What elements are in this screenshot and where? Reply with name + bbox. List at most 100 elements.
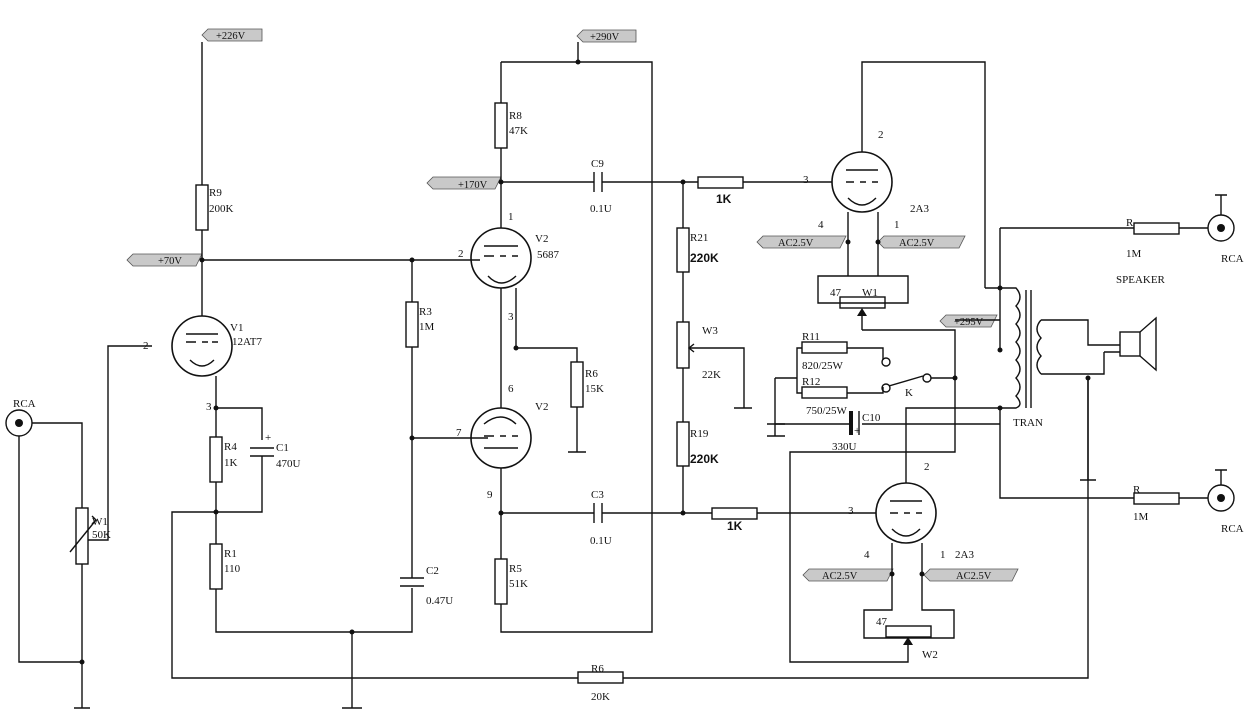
svg-text:1K: 1K — [224, 457, 238, 469]
svg-text:51K: 51K — [509, 578, 528, 590]
svg-text:3: 3 — [508, 311, 514, 323]
capacitor-c1: + C1 470U — [216, 432, 301, 513]
svg-text:470U: 470U — [276, 458, 301, 470]
svg-text:1: 1 — [940, 549, 946, 561]
svg-text:W2: W2 — [922, 649, 938, 661]
capacitor-c10: C10 + 330U — [775, 411, 1000, 453]
svg-text:0.1U: 0.1U — [590, 535, 612, 547]
svg-text:TRAN: TRAN — [1013, 417, 1043, 429]
svg-text:+295V: +295V — [954, 317, 984, 328]
svg-text:0.47U: 0.47U — [426, 595, 453, 607]
svg-text:RCA: RCA — [1221, 253, 1244, 265]
tube-v2b: 6 7 V2 9 — [456, 383, 548, 501]
svg-text:3: 3 — [803, 174, 809, 186]
grid-stopper-bottom: 1K — [683, 507, 876, 533]
rail-tag-295v: +295V — [939, 314, 998, 328]
svg-text:+290V: +290V — [590, 32, 620, 43]
svg-text:47K: 47K — [509, 125, 528, 137]
svg-text:12AT7: 12AT7 — [232, 336, 262, 348]
svg-text:AC2.5V: AC2.5V — [899, 238, 935, 249]
rail-tag-ac-3: AC2.5V — [802, 568, 894, 582]
svg-text:330U: 330U — [832, 441, 857, 453]
rail-tag-226v: +226V — [201, 28, 263, 42]
svg-text:W3: W3 — [702, 325, 718, 337]
svg-text:1M: 1M — [1133, 511, 1149, 523]
svg-text:1K: 1K — [727, 519, 743, 533]
svg-text:AC2.5V: AC2.5V — [956, 571, 992, 582]
tube-2a3-top: 2 3 4 1 2A3 — [803, 129, 929, 231]
svg-text:6: 6 — [508, 383, 514, 395]
svg-text:47: 47 — [876, 616, 888, 628]
rail-tag-ac-2: AC2.5V — [877, 235, 966, 249]
resistor-r8: R8 47K — [494, 102, 528, 149]
svg-text:1M: 1M — [1126, 248, 1142, 260]
svg-text:220K: 220K — [690, 251, 719, 265]
svg-text:2: 2 — [458, 248, 464, 260]
resistor-r19: R19 220K — [676, 421, 719, 467]
svg-text:R19: R19 — [690, 428, 709, 440]
svg-text:200K: 200K — [209, 203, 234, 215]
rail-tag-70v: +70V — [126, 253, 203, 267]
svg-text:AC2.5V: AC2.5V — [822, 571, 858, 582]
svg-text:R1: R1 — [224, 548, 237, 560]
tube-2a3-bottom: 2 3 4 1 2A3 — [848, 461, 974, 561]
svg-text:R: R — [1133, 484, 1141, 496]
resistor-r6-cathode: R6 15K — [570, 361, 604, 408]
svg-text:22K: 22K — [702, 369, 721, 381]
tube-v2a: 1 2 V2 5687 3 — [458, 211, 560, 323]
svg-text:2A3: 2A3 — [910, 203, 929, 215]
svg-text:R: R — [1126, 217, 1134, 229]
svg-text:1M: 1M — [419, 321, 435, 333]
resistor-r-out2: R 1M — [1124, 484, 1208, 523]
svg-text:+70V: +70V — [158, 256, 182, 267]
svg-text:110: 110 — [224, 563, 241, 575]
rca-input-jack: RCA — [5, 398, 36, 437]
svg-text:SPEAKER: SPEAKER — [1116, 274, 1166, 286]
svg-text:C10: C10 — [862, 412, 881, 424]
svg-text:0.1U: 0.1U — [590, 203, 612, 215]
svg-text:4: 4 — [864, 549, 870, 561]
resistor-r11: R11 820/25W — [801, 331, 848, 372]
svg-text:C2: C2 — [426, 565, 439, 577]
svg-text:5687: 5687 — [537, 249, 560, 261]
capacitor-c3: C3 0.1U — [501, 489, 683, 547]
svg-text:+170V: +170V — [458, 180, 488, 191]
svg-text:K: K — [905, 387, 913, 399]
svg-text:R3: R3 — [419, 306, 432, 318]
svg-text:RCA: RCA — [1221, 523, 1244, 535]
rail-tag-290v: +290V — [576, 29, 637, 43]
svg-text:2A3: 2A3 — [955, 549, 974, 561]
svg-text:2: 2 — [878, 129, 884, 141]
svg-text:RCA: RCA — [13, 398, 36, 410]
resistor-r21: R21 220K — [676, 227, 719, 273]
svg-text:W1: W1 — [92, 516, 108, 528]
rail-tag-ac-4: AC2.5V — [923, 568, 1019, 582]
svg-text:4: 4 — [818, 219, 824, 231]
svg-text:W1: W1 — [862, 287, 878, 299]
svg-text:R11: R11 — [802, 331, 820, 343]
svg-text:R5: R5 — [509, 563, 522, 575]
svg-text:9: 9 — [487, 489, 493, 501]
svg-text:1: 1 — [508, 211, 514, 223]
pot-w3: W3 22K — [676, 321, 752, 409]
svg-text:1: 1 — [894, 219, 900, 231]
rail-tag-170v: +170V — [426, 176, 502, 191]
svg-text:1K: 1K — [716, 192, 732, 206]
capacitor-c9: C9 0.1U — [501, 158, 683, 215]
svg-text:2: 2 — [924, 461, 930, 473]
svg-text:7: 7 — [456, 427, 462, 439]
resistor-r4: R4 1K — [209, 436, 238, 483]
output-transformer: TRAN — [1000, 287, 1043, 429]
svg-text:C9: C9 — [591, 158, 604, 170]
rca-output-jack-2: RCA — [1207, 469, 1244, 535]
svg-text:C1: C1 — [276, 442, 289, 454]
svg-text:20K: 20K — [591, 691, 610, 703]
resistor-r12: R12 750/25W — [801, 376, 848, 417]
svg-text:750/25W: 750/25W — [806, 405, 848, 417]
svg-text:R8: R8 — [509, 110, 522, 122]
svg-text:V1: V1 — [230, 322, 243, 334]
input-volume-pot: W1 50K — [69, 507, 111, 565]
svg-text:220K: 220K — [690, 452, 719, 466]
svg-text:R9: R9 — [209, 187, 222, 199]
